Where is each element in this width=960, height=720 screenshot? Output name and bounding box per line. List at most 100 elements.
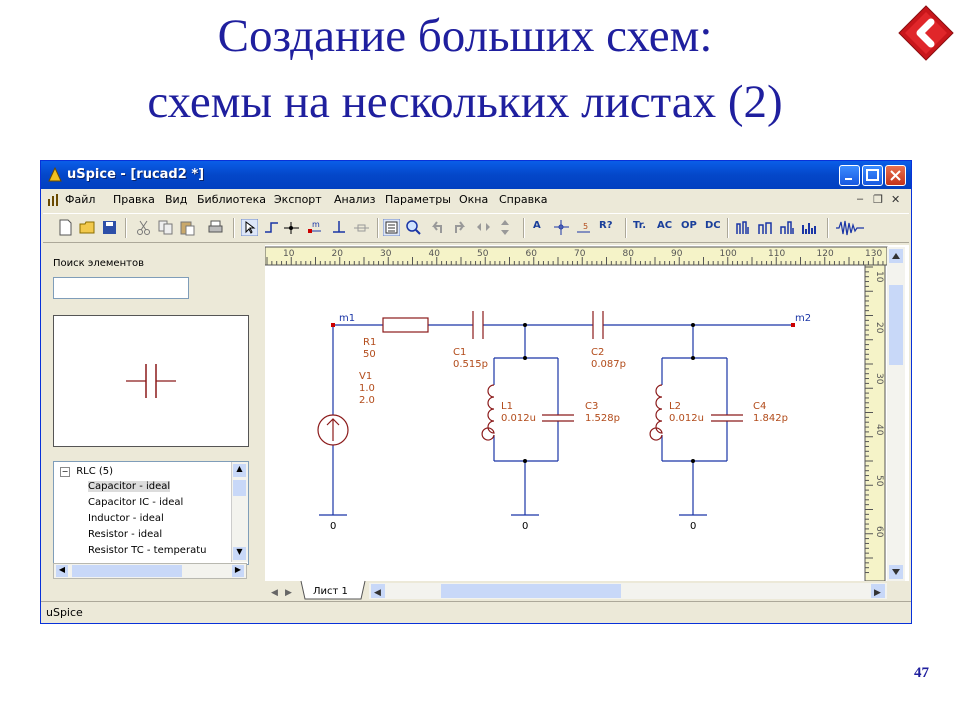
- print-icon[interactable]: [207, 219, 224, 236]
- ac-analysis-button[interactable]: AC: [657, 220, 673, 231]
- wires: [319, 324, 793, 516]
- r1-value: 50: [363, 349, 376, 360]
- hscroll-thumb-canvas: [441, 584, 621, 598]
- uspice-window: uSpice - [rucad2 *] Файл Правка Вид Библ…: [40, 160, 912, 624]
- menu-view[interactable]: Вид: [165, 193, 188, 206]
- open-folder-icon[interactable]: [79, 219, 96, 236]
- tree-item-capacitor-ideal[interactable]: Capacitor - ideal: [88, 481, 171, 492]
- ruler-right-label: 20: [874, 322, 884, 334]
- hscroll-thumb[interactable]: [72, 565, 182, 577]
- c3-name: C3: [585, 401, 598, 412]
- menu-library[interactable]: Библиотека: [197, 193, 266, 206]
- rotate-right-icon[interactable]: [451, 219, 468, 236]
- tab-next-icon: ▶: [285, 588, 292, 598]
- analysis-tool-4-icon[interactable]: [801, 219, 818, 236]
- cross-probe-icon[interactable]: [553, 219, 570, 236]
- scroll-up-icon[interactable]: ▲: [233, 464, 246, 477]
- port-icon[interactable]: [353, 219, 370, 236]
- slide-title-line-1: Создание больших схем:: [217, 10, 713, 62]
- tree-group[interactable]: − RLC (5): [60, 466, 113, 481]
- paste-icon[interactable]: [179, 219, 196, 236]
- maximize-button[interactable]: [862, 165, 883, 186]
- slide-title-line-2: схемы на нескольких листах (2): [147, 76, 783, 128]
- mdi-close-icon[interactable]: ✕: [891, 194, 901, 206]
- menu-windows[interactable]: Окна: [459, 193, 489, 206]
- inductor-l1: [481, 384, 495, 441]
- component-preview: [53, 315, 249, 447]
- search-input[interactable]: [53, 277, 189, 299]
- value-label-icon[interactable]: 5: [575, 219, 592, 236]
- text-tool-button[interactable]: A: [533, 220, 541, 231]
- waveform-icon[interactable]: [835, 219, 865, 236]
- tree-horizontal-scrollbar[interactable]: ◀ ▶: [53, 563, 247, 579]
- mdi-minimize-icon[interactable]: –: [857, 193, 864, 205]
- capacitor-c1: [472, 311, 484, 339]
- dc-analysis-button[interactable]: DC: [705, 220, 721, 231]
- voltage-source-v1: [317, 414, 349, 446]
- op-analysis-button[interactable]: OP: [681, 220, 697, 231]
- menu-analysis[interactable]: Анализ: [334, 193, 376, 206]
- mdi-document-icon[interactable]: [47, 193, 61, 207]
- c4-name: C4: [753, 401, 766, 412]
- capacitor-c3: [542, 414, 574, 422]
- mdi-restore-icon[interactable]: ❐: [873, 194, 883, 206]
- ruler-right-label: 10: [874, 271, 884, 283]
- minimize-button[interactable]: [839, 165, 860, 186]
- select-pointer-icon[interactable]: [241, 219, 258, 236]
- r1-name: R1: [363, 337, 376, 348]
- back-arrow-icon[interactable]: [897, 4, 955, 62]
- cut-icon[interactable]: [135, 219, 152, 236]
- properties-icon[interactable]: [383, 219, 400, 236]
- c3-value: 1.528p: [585, 413, 620, 424]
- menu-help[interactable]: Справка: [499, 193, 548, 206]
- collapse-icon[interactable]: −: [60, 467, 70, 477]
- l1-name: L1: [501, 401, 513, 412]
- c1-value: 0.515p: [453, 359, 488, 370]
- analysis-tool-2-icon[interactable]: [757, 219, 774, 236]
- new-file-icon[interactable]: [57, 219, 74, 236]
- uspice-app-icon: [48, 167, 62, 182]
- ruler-top-label: 80: [623, 249, 635, 259]
- tree-vertical-scrollbar[interactable]: ▲ ▼: [231, 462, 248, 562]
- ruler-top-label: 10: [283, 249, 295, 259]
- menu-file[interactable]: Файл: [65, 193, 96, 206]
- node-label-icon[interactable]: m: [307, 219, 324, 236]
- toolbar: m A 5 R? Tr. AC OP DC: [43, 213, 909, 243]
- page-number: 47: [914, 665, 929, 681]
- v1-value2: 2.0: [359, 395, 375, 406]
- tree-item-capacitor-ic[interactable]: Capacitor IC - ideal: [88, 497, 184, 508]
- save-icon[interactable]: [101, 219, 118, 236]
- tree-item-resistor-tc[interactable]: Resistor TC - temperatu: [88, 545, 207, 556]
- wire-icon[interactable]: [263, 219, 280, 236]
- node-m1-label: m1: [339, 313, 355, 324]
- renumber-button[interactable]: R?: [599, 220, 613, 231]
- zoom-icon[interactable]: [405, 219, 422, 236]
- ground-icon[interactable]: [331, 219, 348, 236]
- menu-export[interactable]: Экспорт: [274, 193, 322, 206]
- rotate-left-icon[interactable]: [429, 219, 446, 236]
- analysis-tool-3-icon[interactable]: [779, 219, 796, 236]
- menu-parameters[interactable]: Параметры: [385, 193, 451, 206]
- scroll-left-icon[interactable]: ◀: [56, 565, 68, 577]
- capacitor-preview-icon: [126, 364, 176, 398]
- scroll-thumb[interactable]: [233, 480, 246, 496]
- transient-analysis-button[interactable]: Tr.: [633, 220, 647, 231]
- ruler-top-label: 130: [865, 249, 882, 259]
- title-bar: uSpice - [rucad2 *]: [41, 161, 911, 189]
- tree-item-resistor[interactable]: Resistor - ideal: [88, 529, 163, 540]
- junction-icon[interactable]: [283, 219, 300, 236]
- tree-item-inductor[interactable]: Inductor - ideal: [88, 513, 164, 524]
- scroll-down-icon[interactable]: ▼: [233, 547, 246, 560]
- close-button[interactable]: [885, 165, 906, 186]
- scroll-right-icon[interactable]: ▶: [232, 565, 244, 577]
- copy-icon[interactable]: [157, 219, 174, 236]
- analysis-tool-1-icon[interactable]: [735, 219, 752, 236]
- capacitor-c2: [592, 311, 604, 339]
- flip-vertical-icon[interactable]: [497, 219, 514, 236]
- component-tree: − RLC (5) Capacitor - ideal Capacitor IC…: [53, 461, 249, 565]
- menu-edit[interactable]: Правка: [113, 193, 155, 206]
- ruler-top-label: 120: [817, 249, 834, 259]
- flip-horizontal-icon[interactable]: [475, 219, 492, 236]
